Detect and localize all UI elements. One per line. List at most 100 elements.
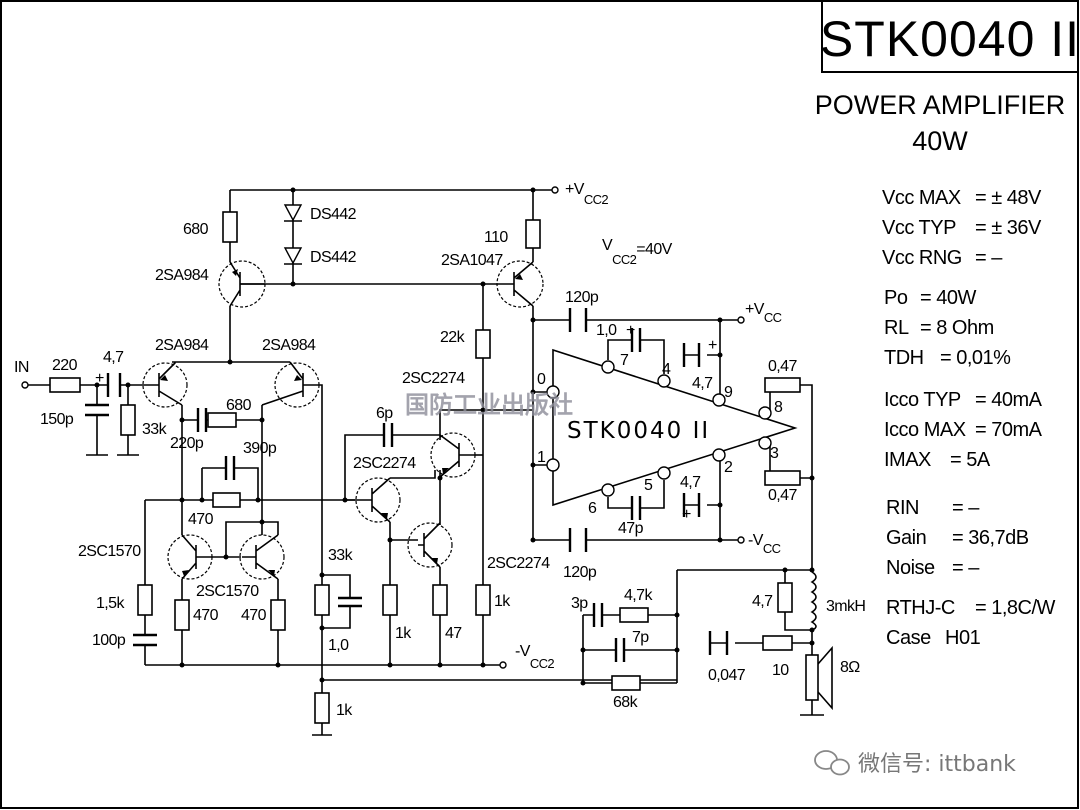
label-c1-0: 1,0 [328, 637, 349, 654]
label-c1-0-ic: 1,0 [596, 322, 617, 339]
label-c47-input: 4,7 [103, 349, 124, 366]
spec-row: Noise= – [886, 557, 981, 579]
ic-pin-1[interactable] [546, 458, 560, 472]
component-labels: IN 220 4,7 + 150p 33k 680 DS442 DS442 2S… [14, 206, 866, 719]
label-q4: 2SC1570 [78, 543, 141, 560]
resistor-1k-a [382, 584, 398, 616]
svg-text:= 8 Ohm: = 8 Ohm [920, 317, 994, 339]
wechat-id: 微信号: ittbank [858, 752, 1016, 777]
svg-text:Po: Po [884, 287, 908, 309]
pin-label-0: 0 [537, 371, 546, 388]
label-speaker: 8Ω [840, 659, 860, 676]
svg-text:Icco TYP: Icco TYP [884, 389, 961, 411]
spec-row: Vcc MAX= ± 48V [882, 187, 1043, 209]
label-r33k-input: 33k [142, 421, 168, 438]
ic-pin-6[interactable] [601, 483, 615, 497]
inductor-3mkh [810, 571, 817, 631]
svg-text:= –: = – [952, 557, 980, 579]
label-r4-7k: 4,7k [624, 587, 653, 604]
svg-text:= ± 36V: = ± 36V [975, 217, 1042, 239]
vcc2-value-label: VCC2=40V [602, 237, 673, 267]
capacitor-120p-bottom [568, 528, 588, 552]
label-q6: 2SC2274 [353, 455, 416, 472]
resistor-220 [49, 377, 81, 393]
label-q7: 2SC2274 [402, 370, 465, 387]
transistor-2sc1570-q4 [167, 534, 213, 580]
resistor-110 [525, 219, 541, 249]
label-c390p: 390p [243, 440, 277, 457]
ic-pin-7[interactable] [601, 360, 615, 374]
title-block: STK0040 II POWER AMPLIFIER 40W [815, 0, 1080, 156]
ic-pin-2[interactable] [712, 448, 726, 462]
resistor-680 [207, 412, 237, 428]
capacitor-220p [196, 408, 208, 432]
label-c0-047: 0,047 [708, 667, 746, 684]
input-terminal[interactable] [21, 381, 29, 389]
label-q3: 2SA984 [262, 337, 316, 354]
resistor-470-a [174, 599, 190, 631]
vcc-neg-label: -VCC [748, 532, 781, 556]
label-q2: 2SA984 [155, 337, 209, 354]
pin-label-7: 7 [620, 352, 629, 369]
wechat-watermark: 微信号: ittbank [814, 750, 1016, 777]
resistor-1-5k [137, 584, 153, 616]
svg-text:= 36,7dB: = 36,7dB [952, 527, 1029, 549]
vcc-pos-terminal[interactable] [737, 316, 745, 324]
speaker-icon [805, 645, 833, 711]
label-in: IN [14, 359, 29, 376]
ic-pin-4[interactable] [657, 374, 671, 388]
pin-label-2: 2 [724, 459, 733, 476]
label-plus: + [95, 370, 104, 387]
pin-label-9: 9 [724, 384, 733, 401]
spec-row: RIN= – [886, 497, 981, 519]
label-r1k-b: 1k [494, 593, 511, 610]
ic-pin-0[interactable] [546, 385, 560, 399]
resistor-10 [762, 635, 793, 651]
svg-text:Icco MAX: Icco MAX [884, 419, 966, 441]
ic-pin-5[interactable] [657, 466, 671, 480]
label-c3p: 3p [571, 595, 588, 612]
svg-text:Vcc RNG: Vcc RNG [882, 247, 962, 269]
capacitor-150p [85, 403, 109, 417]
resistor-47 [432, 584, 448, 616]
pin-label-6: 6 [588, 500, 597, 517]
ic-pin-3[interactable] [758, 436, 772, 450]
diode-ds442-2 [283, 247, 303, 265]
resistor-33k-input [120, 404, 136, 436]
capacitor-390p [224, 456, 236, 480]
label-c6p: 6p [376, 405, 393, 422]
vcc-neg-terminal[interactable] [737, 536, 745, 544]
svg-text:RIN: RIN [886, 497, 919, 519]
spec-row: IMAX= 5A [884, 449, 991, 471]
resistor-68k [611, 675, 641, 691]
svg-text:Gain: Gain [886, 527, 926, 549]
label-r680-top: 680 [183, 221, 209, 238]
diode-ds442-1 [283, 204, 303, 222]
ic-pin-9[interactable] [712, 393, 726, 407]
label-r110: 110 [484, 229, 508, 246]
resistor-4-7-output [777, 582, 793, 613]
subtitle: POWER AMPLIFIER [815, 90, 1066, 120]
chip-title: STK0040 II [820, 11, 1080, 67]
resistor-22k [475, 329, 491, 359]
vcc2-pos-terminal[interactable] [551, 186, 559, 194]
svg-text:= 70mA: = 70mA [975, 419, 1043, 441]
ic-pin-8[interactable] [758, 406, 772, 420]
spec-row: TDH= 0,01% [884, 347, 1012, 369]
power-rating: 40W [912, 126, 968, 156]
vcc2-neg-terminal[interactable] [499, 661, 507, 669]
label-q8: 2SC2274 [487, 555, 550, 572]
spec-list: Vcc MAX= ± 48V Vcc TYP= ± 36V Vcc RNG= –… [882, 187, 1056, 649]
spec-row: Icco MAX = 70mA [884, 419, 1043, 441]
rail-labels: +VCC2 VCC2=40V +VCC -VCC -VCC2 [515, 181, 782, 671]
svg-text:= –: = – [975, 247, 1003, 269]
capacitor-1-0-ic [630, 328, 642, 352]
svg-text:= ± 48V: = ± 48V [975, 187, 1042, 209]
transistor-2sc2274-q6 [345, 477, 401, 523]
capacitor-4-7-bottom [682, 493, 701, 517]
ic-stk0040: STK0040 II 0 1 2 3 4 5 6 7 8 9 [537, 348, 798, 517]
transistor-2sa984-q3 [261, 361, 320, 408]
label-c120p-bottom: 120p [563, 564, 597, 581]
label-inductor: 3mkH [826, 598, 865, 615]
